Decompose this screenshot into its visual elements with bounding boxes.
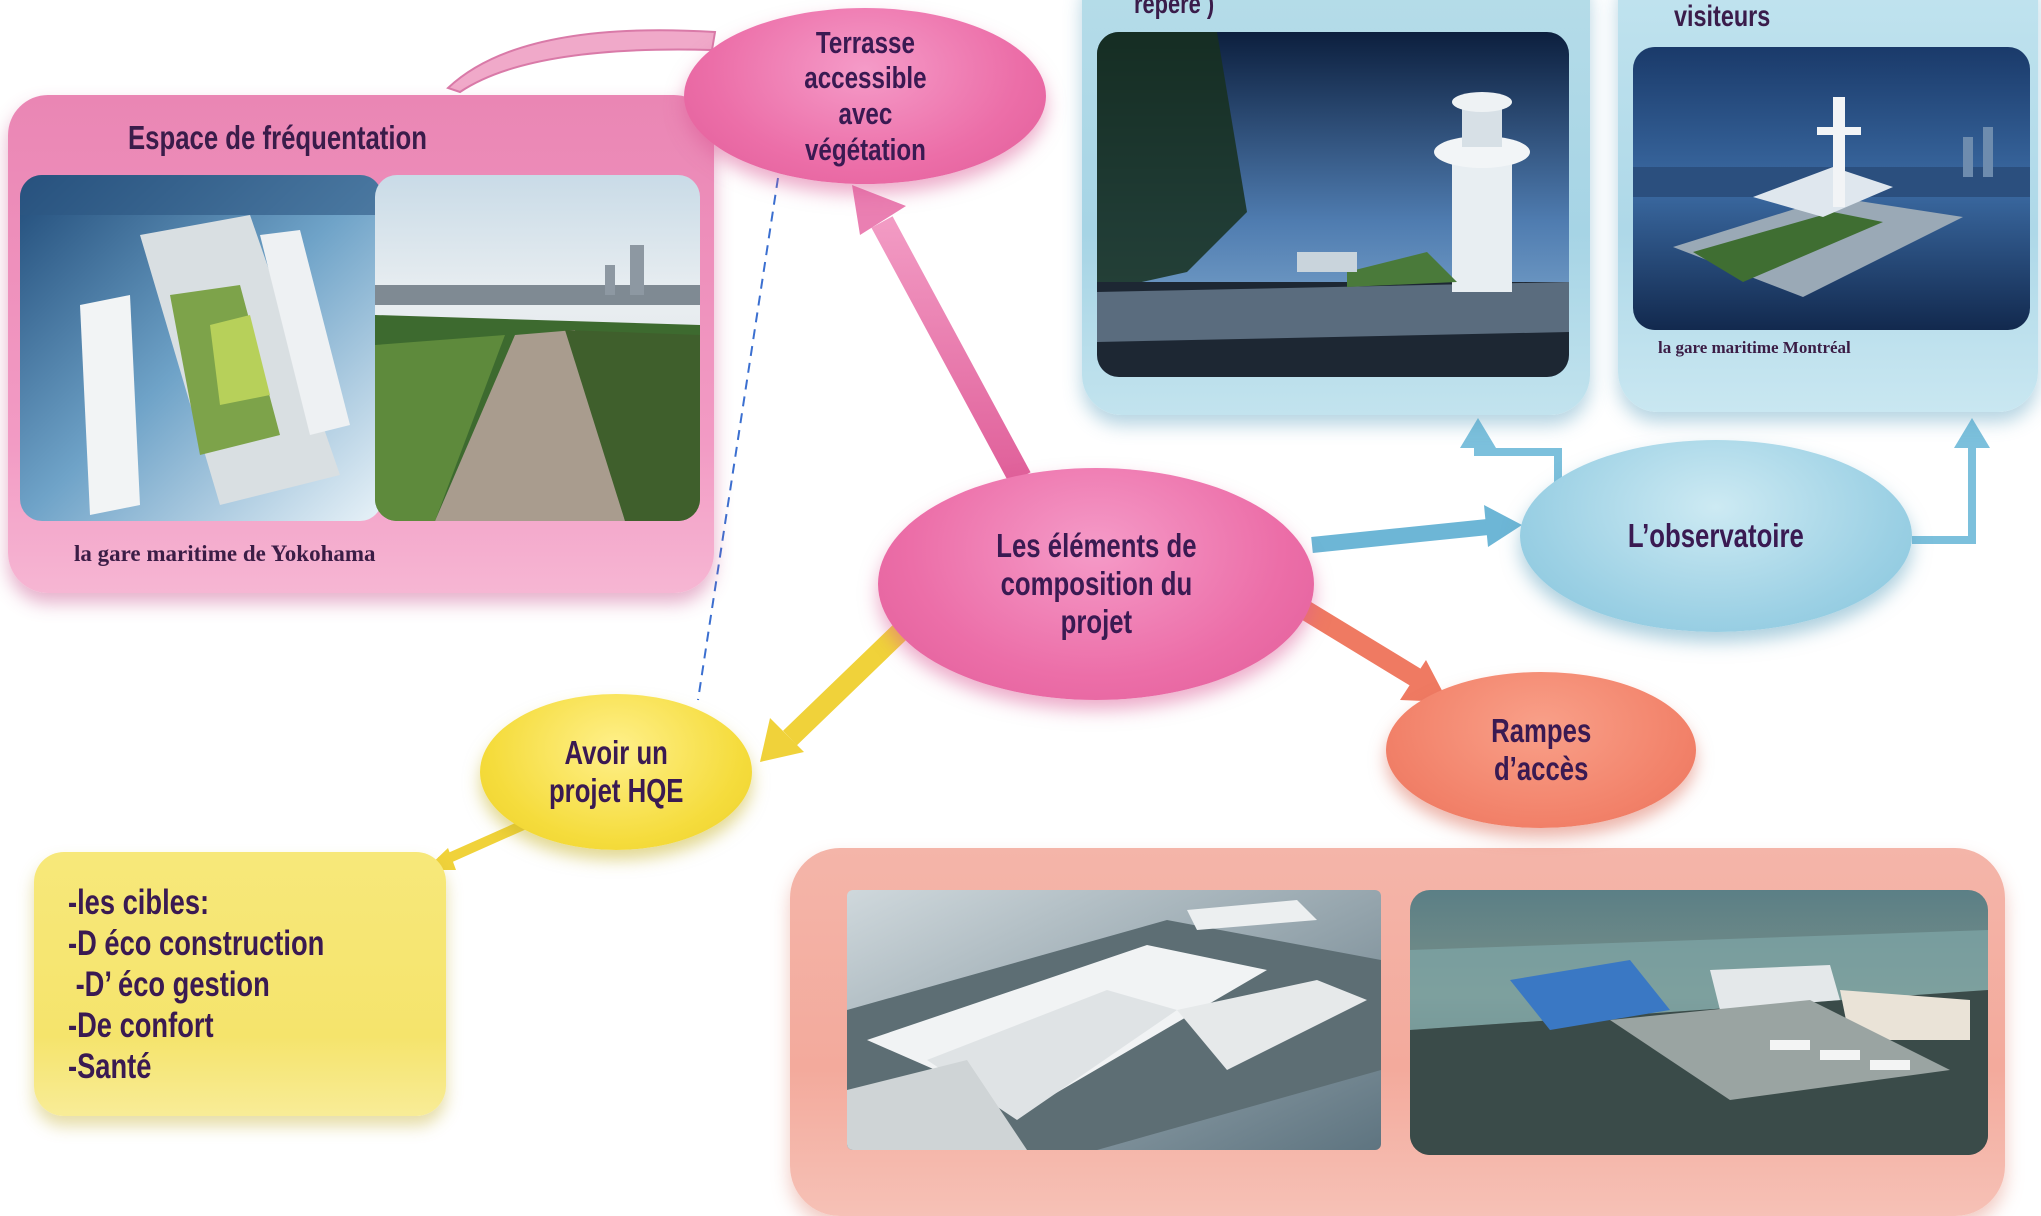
white-terminal-render bbox=[847, 890, 1381, 1150]
yokohama-caption: la gare maritime de Yokohama bbox=[74, 541, 376, 566]
rampes-node: Rampes d’accès bbox=[1386, 672, 1696, 828]
center-label-3: projet bbox=[1060, 602, 1132, 640]
arrow-to-terrasse-head bbox=[852, 185, 906, 235]
elbow-left bbox=[1474, 428, 1562, 486]
arrow-to-observatoire bbox=[1311, 519, 1489, 553]
montreal-caption: la gare maritime Montréal bbox=[1658, 338, 1851, 357]
harbor-aerial-render bbox=[1410, 890, 1988, 1155]
montreal-terminal-photo bbox=[1633, 47, 2030, 330]
rampes-label-2: d’accès bbox=[1493, 750, 1589, 787]
center-label-2: composition du bbox=[1000, 565, 1192, 603]
hqe-label-1: Avoir un bbox=[564, 734, 668, 772]
yokohama-title: Espace de fréquentation bbox=[128, 119, 427, 156]
terrasse-label-3: avec bbox=[838, 96, 892, 131]
arrow-to-hqe-head bbox=[760, 718, 804, 762]
arrow-to-hqe bbox=[783, 622, 909, 746]
hqe-line-3: -D’ éco gestion bbox=[68, 965, 270, 1004]
dashed-link-line bbox=[697, 177, 779, 701]
arrow-to-observatoire-head bbox=[1484, 505, 1522, 547]
hqe-line-1: -les cibles: bbox=[68, 883, 210, 922]
elbow-left-head bbox=[1460, 418, 1496, 448]
hqe-target-list: -les cibles: -D éco construction -D’ éco… bbox=[68, 882, 397, 1087]
repere-title-fragment: repère ) bbox=[1134, 0, 1215, 19]
arrow-to-terrasse bbox=[871, 216, 1031, 484]
arrow-to-rampes bbox=[1299, 601, 1426, 689]
yokohama-promenade-photo bbox=[375, 175, 700, 521]
terrasse-label-4: végétation bbox=[804, 131, 926, 167]
pink-curved-tab bbox=[446, 29, 717, 94]
observatoire-node: L’observatoire bbox=[1520, 440, 1912, 632]
observatory-tower-photo bbox=[1097, 32, 1569, 377]
montreal-panel: visiteurs la gare maritime Montréal bbox=[1618, 0, 2038, 412]
hqe-node: Avoir un projet HQE bbox=[480, 694, 752, 850]
hqe-line-2: -D éco construction bbox=[68, 924, 325, 963]
hqe-panel: -les cibles: -D éco construction -D’ éco… bbox=[34, 852, 446, 1116]
yokohama-aerial-photo bbox=[20, 175, 382, 521]
montreal-title-fragment: visiteurs bbox=[1674, 0, 1771, 33]
arrow-to-hqe-panel bbox=[437, 817, 533, 867]
rampes-label-1: Rampes bbox=[1490, 712, 1592, 750]
terrasse-label-1: Terrasse bbox=[815, 24, 915, 60]
hqe-label-2: projet HQE bbox=[548, 772, 684, 809]
elbow-right-head bbox=[1954, 418, 1990, 448]
observatoire-label: L’observatoire bbox=[1628, 517, 1804, 555]
center-node: Les éléments de composition du projet bbox=[878, 468, 1314, 700]
terrasse-label-2: accessible bbox=[803, 60, 927, 96]
elbow-right bbox=[1912, 440, 1976, 544]
repere-panel: repère ) bbox=[1082, 0, 1590, 415]
center-label-1: Les éléments de bbox=[995, 527, 1197, 565]
hqe-line-4: -De confort bbox=[68, 1006, 214, 1045]
terrasse-node: Terrasse accessible avec végétation bbox=[684, 8, 1046, 184]
rampes-panel bbox=[790, 848, 2005, 1216]
hqe-line-5: -Santé bbox=[68, 1047, 152, 1086]
yokohama-panel: Espace de fréquentation bbox=[8, 95, 714, 593]
